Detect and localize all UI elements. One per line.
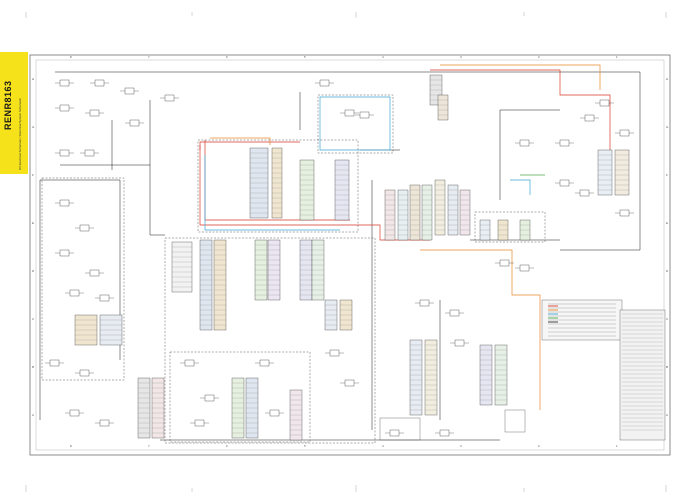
component-box <box>99 294 110 302</box>
component-box <box>499 259 510 267</box>
component-box <box>439 429 450 437</box>
component-box <box>344 109 355 117</box>
component-box <box>79 224 90 232</box>
component-box <box>259 359 270 367</box>
grid-row-label: H <box>666 77 668 81</box>
connector-block <box>421 184 433 241</box>
connector-block <box>437 94 449 121</box>
grid-row-label: G <box>32 125 35 129</box>
grid-row-label: B <box>32 365 34 369</box>
component-box <box>599 99 610 107</box>
grid-row-label: F <box>32 173 34 177</box>
component-box <box>319 79 330 87</box>
grid-row-label: C <box>32 317 35 321</box>
legend-area <box>379 299 666 441</box>
connector-block <box>597 149 613 196</box>
component-box <box>619 129 630 137</box>
grid-column-label: 3 <box>460 55 462 59</box>
grid-column-label: 8 <box>70 444 72 448</box>
component-box <box>59 104 70 112</box>
component-box <box>519 139 530 147</box>
component-box <box>449 309 460 317</box>
component-box <box>584 114 595 122</box>
component-box <box>194 419 205 427</box>
component-box <box>69 289 80 297</box>
component-box <box>184 359 195 367</box>
component-box <box>164 94 175 102</box>
subsystem-boundaries <box>41 94 546 444</box>
component-box <box>454 339 465 347</box>
grid-row-label: E <box>666 221 668 225</box>
component-box <box>559 139 570 147</box>
grid-row-label: D <box>666 269 669 273</box>
grid-column-label: 2 <box>538 444 540 448</box>
crop-marks <box>25 12 667 492</box>
grid-row-label: E <box>32 221 34 225</box>
connector-block <box>409 339 423 416</box>
component-box <box>389 429 400 437</box>
grid-column-label: 7 <box>148 444 150 448</box>
colored-wires <box>199 64 611 410</box>
generated-components <box>45 74 663 441</box>
grid-row-label: B <box>666 365 668 369</box>
component-box <box>49 359 60 367</box>
component-box <box>359 111 370 119</box>
grid-column-label: 1 <box>616 444 618 448</box>
component-box <box>59 149 70 157</box>
grid-column-label: 7 <box>148 55 150 59</box>
grid-column-label: 8 <box>70 55 72 59</box>
component-box <box>89 109 100 117</box>
grid-column-label: 6 <box>226 55 228 59</box>
grid-column-label: 6 <box>226 444 228 448</box>
connector-block <box>424 339 438 416</box>
grid-row-label: A <box>32 413 34 417</box>
grid-column-label: 4 <box>382 55 384 59</box>
component-box <box>59 199 70 207</box>
component-box <box>99 419 110 427</box>
component-box <box>84 149 95 157</box>
component-box <box>329 349 340 357</box>
grid-column-label: 1 <box>616 55 618 59</box>
component-box <box>59 79 70 87</box>
main-bus <box>39 71 641 441</box>
component-box <box>204 394 215 402</box>
component-box <box>69 409 80 417</box>
component-box <box>94 79 105 87</box>
grid-row-label: D <box>32 269 35 273</box>
component-box <box>59 249 70 257</box>
grid-column-label: 4 <box>382 444 384 448</box>
grid-row-label: H <box>32 77 34 81</box>
connector-block <box>409 184 421 241</box>
grid-column-label: 2 <box>538 55 540 59</box>
component-box <box>79 369 90 377</box>
grid-row-label: F <box>666 173 668 177</box>
component-box <box>269 409 280 417</box>
grid-column-label: 5 <box>304 444 306 448</box>
document-id-tab: RENR8163 D6 Electrical Schematic / Elect… <box>0 52 28 174</box>
component-box <box>124 87 135 95</box>
grid-row-label: G <box>666 125 669 129</box>
component-box <box>89 269 100 277</box>
connector-block <box>434 179 446 236</box>
grid-column-label: 5 <box>304 55 306 59</box>
component-box <box>519 264 530 272</box>
inner-border <box>35 59 665 451</box>
grid-row-label: C <box>666 317 669 321</box>
connector-block <box>614 149 630 196</box>
component-box <box>344 379 355 387</box>
component-box <box>619 209 630 217</box>
grid-row-label: A <box>666 413 668 417</box>
sheet-border <box>29 54 671 456</box>
component-box <box>419 299 430 307</box>
component-box <box>129 119 140 127</box>
component-box <box>559 179 570 187</box>
component-box <box>579 189 590 197</box>
grid-column-label: 3 <box>460 444 462 448</box>
connector-block <box>459 189 471 236</box>
